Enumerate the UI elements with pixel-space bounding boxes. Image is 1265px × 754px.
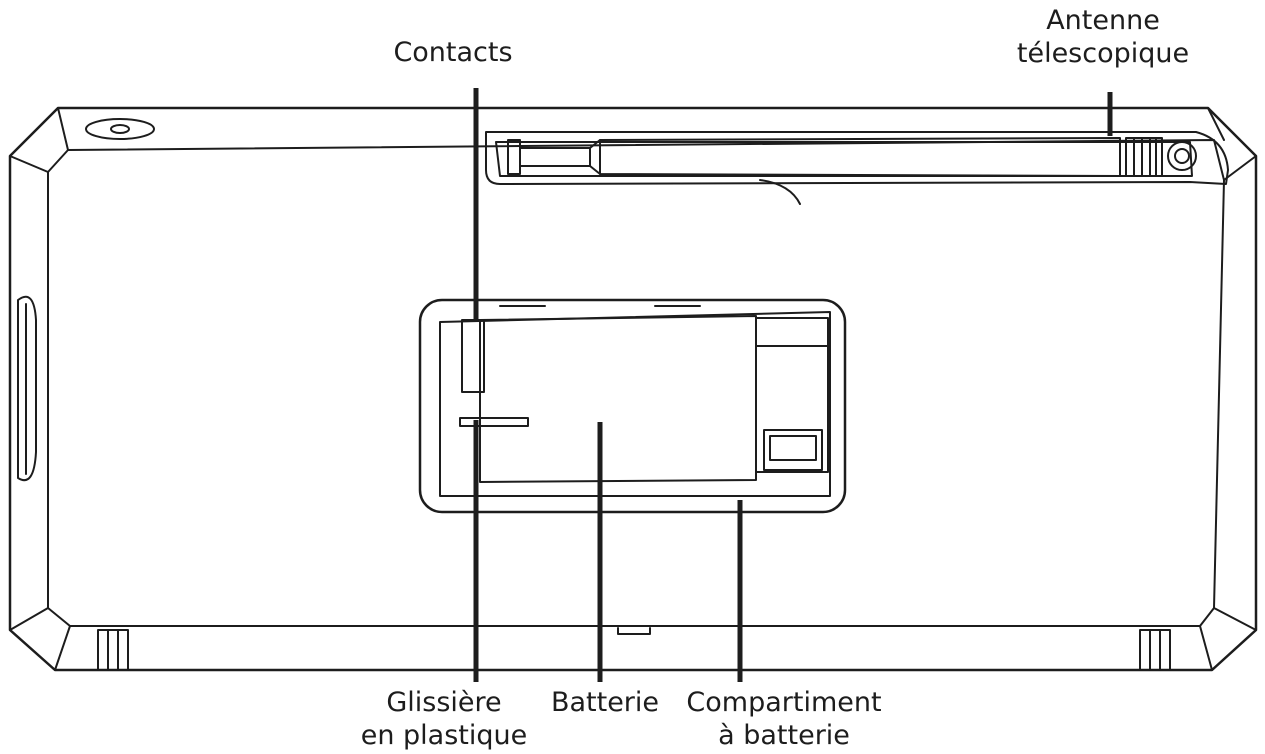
antenna-channel: [485, 131, 1229, 185]
label-compartment: Compartiment à batterie: [686, 687, 882, 751]
bottom-features: [97, 627, 1171, 671]
telescopic-antenna: [507, 137, 1197, 205]
label-antenna: Antenne télescopique: [1016, 5, 1190, 69]
label-battery: Batterie: [550, 687, 660, 718]
label-contacts: Contacts: [393, 37, 513, 68]
battery-compartment: [418, 298, 847, 514]
top-button: [85, 118, 155, 140]
plastic-slide: [459, 417, 529, 427]
device-housing: [8, 106, 1258, 672]
contacts: [461, 319, 485, 393]
side-slot: [17, 295, 37, 482]
battery: [479, 315, 829, 483]
leader-lines: [473, 88, 1113, 682]
label-slide: Glissière en plastique: [360, 687, 528, 751]
